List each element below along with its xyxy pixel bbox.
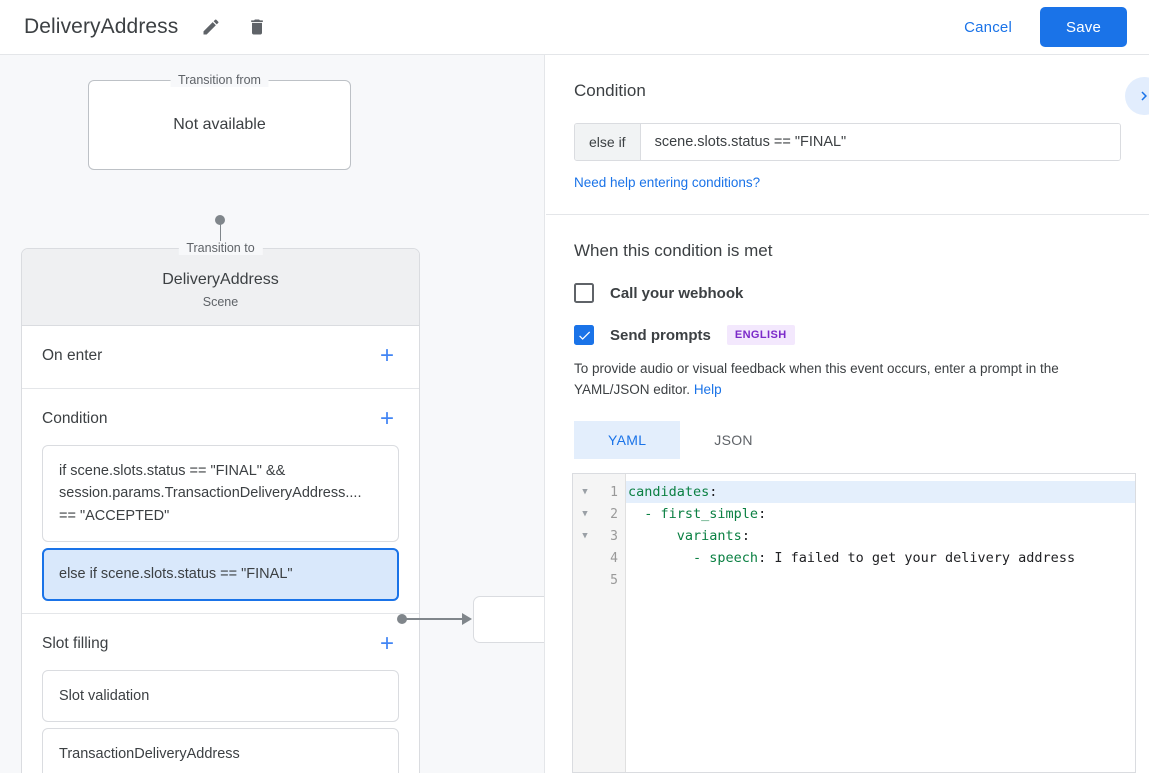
- transition-to-legend: Transition to: [178, 241, 263, 255]
- code-key: first_simple: [660, 506, 759, 522]
- code-punct: :: [758, 506, 767, 522]
- section-on-enter: On enter +: [22, 326, 419, 389]
- target-node-placeholder[interactable]: [473, 596, 544, 643]
- condition-card-else-if[interactable]: else if scene.slots.status == "FINAL": [42, 548, 399, 601]
- line-number: 4: [610, 550, 618, 566]
- details-panel: Condition else if Need help entering con…: [546, 55, 1149, 773]
- slot-transaction-delivery-address-card[interactable]: TransactionDeliveryAddress: [42, 728, 399, 773]
- section-slot-filling: Slot filling + Slot validation Transacti…: [22, 614, 419, 773]
- trash-icon[interactable]: [244, 14, 270, 40]
- line-number: 3: [610, 528, 618, 544]
- condition-expression-input[interactable]: [640, 124, 1120, 160]
- send-prompts-checkbox[interactable]: [574, 325, 594, 345]
- transition-from-box[interactable]: Transition from Not available: [88, 73, 351, 170]
- pencil-icon[interactable]: [198, 14, 224, 40]
- tab-json[interactable]: JSON: [714, 431, 753, 448]
- section-title-condition: Condition: [42, 410, 108, 427]
- prompts-hint-text: To provide audio or visual feedback when…: [574, 361, 1059, 397]
- fold-triangle-icon[interactable]: ▼: [582, 531, 588, 541]
- line-number: 1: [610, 484, 618, 500]
- edge-source-dot: [397, 614, 407, 624]
- prompts-hint: To provide audio or visual feedback when…: [574, 359, 1121, 401]
- code-line: [626, 569, 1135, 591]
- cancel-button[interactable]: Cancel: [952, 11, 1024, 44]
- slot-validation-card[interactable]: Slot validation: [42, 669, 399, 723]
- code-editor[interactable]: ▼ 1 ▼ 2 ▼ 3 4 5 candidates:: [572, 473, 1136, 773]
- code-line: - first_simple:: [626, 503, 1135, 525]
- call-webhook-label: Call your webhook: [610, 284, 744, 302]
- save-button[interactable]: Save: [1040, 7, 1127, 47]
- edge-line: [405, 618, 465, 620]
- code-value: I failed to get your delivery address: [774, 550, 1076, 566]
- code-dash: -: [644, 506, 661, 522]
- language-badge: ENGLISH: [726, 325, 795, 345]
- section-header: Condition +: [22, 389, 419, 439]
- code-line: candidates:: [626, 481, 1135, 503]
- condition-help-link[interactable]: Need help entering conditions?: [574, 175, 761, 190]
- send-prompts-label: Send prompts: [610, 326, 711, 344]
- add-condition-button[interactable]: +: [379, 405, 394, 432]
- fold-triangle-icon[interactable]: ▼: [582, 509, 588, 519]
- prompts-help-link[interactable]: Help: [693, 381, 722, 397]
- chevron-right-icon[interactable]: [1125, 77, 1149, 115]
- code-line: - speech: I failed to get your delivery …: [626, 547, 1135, 569]
- section-header: Slot filling +: [22, 614, 419, 664]
- code-key: speech: [709, 550, 759, 566]
- condition-card-if[interactable]: if scene.slots.status == "FINAL" && sess…: [42, 445, 399, 543]
- code-punct: :: [741, 528, 750, 544]
- condition-expression-row: else if: [574, 123, 1121, 161]
- editor-code-area[interactable]: candidates: - first_simple: variants: - …: [626, 474, 1135, 772]
- top-app-bar: DeliveryAddress Cancel Save: [0, 0, 1149, 55]
- line-number: 5: [610, 572, 618, 588]
- when-condition-met-section: When this condition is met Call your web…: [546, 215, 1149, 459]
- when-condition-met-title: When this condition is met: [574, 241, 773, 260]
- transition-from-value: Not available: [173, 116, 266, 133]
- section-condition: Condition + if scene.slots.status == "FI…: [22, 389, 419, 614]
- code-punct: :: [709, 484, 718, 500]
- editor-format-tabs: YAML JSON: [574, 420, 1121, 459]
- gutter-line: 5: [573, 569, 625, 591]
- code-key: variants: [676, 528, 742, 544]
- gutter-line: ▼ 2: [573, 503, 625, 525]
- edge-arrow-icon: [462, 613, 472, 625]
- scene-name: DeliveryAddress: [162, 271, 279, 288]
- add-on-enter-button[interactable]: +: [379, 342, 394, 369]
- code-indent: [628, 550, 693, 566]
- tab-yaml[interactable]: YAML: [574, 420, 681, 459]
- webhook-row: Call your webhook: [574, 283, 1121, 303]
- section-title-slot-filling: Slot filling: [42, 634, 109, 652]
- code-line: variants:: [626, 525, 1135, 547]
- editor-gutter: ▼ 1 ▼ 2 ▼ 3 4 5: [573, 474, 626, 772]
- code-dash: -: [693, 550, 710, 566]
- gutter-line: ▼ 1: [573, 481, 625, 503]
- gutter-line: ▼ 3: [573, 525, 625, 547]
- transition-to-card: Transition to DeliveryAddress Scene On e…: [21, 241, 420, 773]
- code-indent: [628, 506, 644, 522]
- condition-prefix-label: else if: [575, 124, 641, 160]
- gutter-line: 4: [573, 547, 625, 569]
- send-prompts-row: Send prompts ENGLISH: [574, 325, 1121, 345]
- section-title-on-enter: On enter: [42, 347, 103, 364]
- scene-header[interactable]: Transition to DeliveryAddress Scene: [22, 241, 419, 326]
- code-key: candidates: [628, 484, 710, 500]
- fold-triangle-icon[interactable]: ▼: [582, 487, 588, 497]
- add-slot-filling-button[interactable]: +: [379, 629, 394, 657]
- section-header: On enter +: [22, 326, 419, 376]
- call-webhook-checkbox[interactable]: [574, 283, 594, 303]
- graph-panel: Transition from Not available Transition…: [0, 55, 545, 773]
- code-indent: [628, 528, 677, 544]
- code-punct: :: [758, 550, 775, 566]
- condition-section-title: Condition: [574, 81, 646, 100]
- condition-section: Condition else if Need help entering con…: [546, 55, 1149, 215]
- page-title: DeliveryAddress: [24, 15, 179, 38]
- scene-subtitle: Scene: [202, 295, 239, 309]
- transition-from-legend: Transition from: [170, 73, 269, 87]
- line-number: 2: [610, 506, 618, 522]
